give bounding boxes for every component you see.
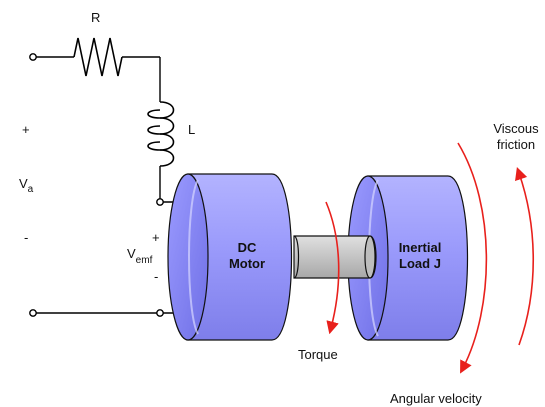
emf-top-terminal — [156, 198, 164, 206]
viscous-label-line2: friction — [497, 137, 535, 152]
inductor-label: L — [188, 122, 195, 137]
angular-velocity-label: Angular velocity — [390, 391, 482, 406]
viscous-friction-arrow — [515, 166, 535, 346]
resistor-symbol — [73, 37, 123, 77]
load-label-line1: Inertial — [399, 240, 442, 255]
emf-bottom-terminal — [156, 309, 164, 317]
inductor-symbol — [147, 101, 175, 167]
dc-motor-cylinder — [167, 173, 300, 341]
torque-label: Torque — [298, 347, 338, 362]
circuit — [29, 37, 188, 317]
motor-shaft — [293, 235, 377, 279]
motor-label-line2: Motor — [229, 256, 265, 271]
bottom-terminal — [29, 309, 37, 317]
emf-plus-label: + — [152, 230, 160, 245]
top-terminal — [29, 53, 37, 61]
resistor-label: R — [91, 10, 100, 25]
emf-minus-label: - — [154, 269, 158, 284]
torque-arrow — [325, 201, 340, 335]
angular-velocity-arrow — [457, 142, 488, 374]
viscous-label-line1: Viscous — [493, 121, 539, 136]
emf-voltage-label: Vemf — [127, 246, 153, 266]
supply-plus-label: + — [22, 122, 30, 137]
motor-label-line1: DC — [238, 240, 257, 255]
load-label-line2: Load J — [399, 256, 441, 271]
supply-voltage-label: Va — [19, 176, 34, 195]
supply-minus-label: - — [24, 230, 28, 245]
